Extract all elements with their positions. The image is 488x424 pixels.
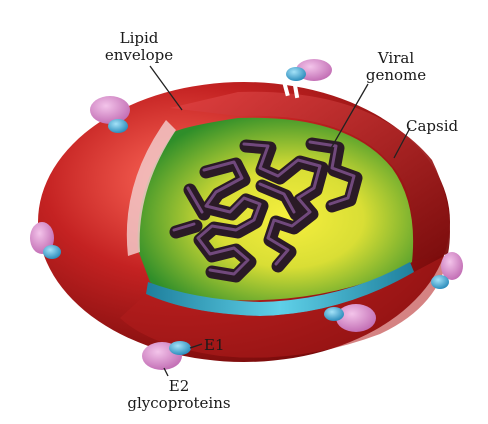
label-lipid-line-2: envelope bbox=[94, 47, 184, 64]
label-capsid: Capsid bbox=[406, 118, 476, 135]
label-e1: E1 bbox=[204, 337, 234, 354]
label-viral-genome: Viral genome bbox=[356, 50, 436, 84]
label-e2-line-1: E2 bbox=[124, 378, 234, 395]
label-lipid-envelope: Lipid envelope bbox=[94, 30, 184, 64]
label-genome-line-2: genome bbox=[356, 67, 436, 84]
label-lipid-line-1: Lipid bbox=[94, 30, 184, 47]
label-e2-line-2: glycoproteins bbox=[124, 395, 234, 412]
label-genome-line-1: Viral bbox=[356, 50, 436, 67]
label-e2-glycoproteins: E2 glycoproteins bbox=[124, 378, 234, 412]
